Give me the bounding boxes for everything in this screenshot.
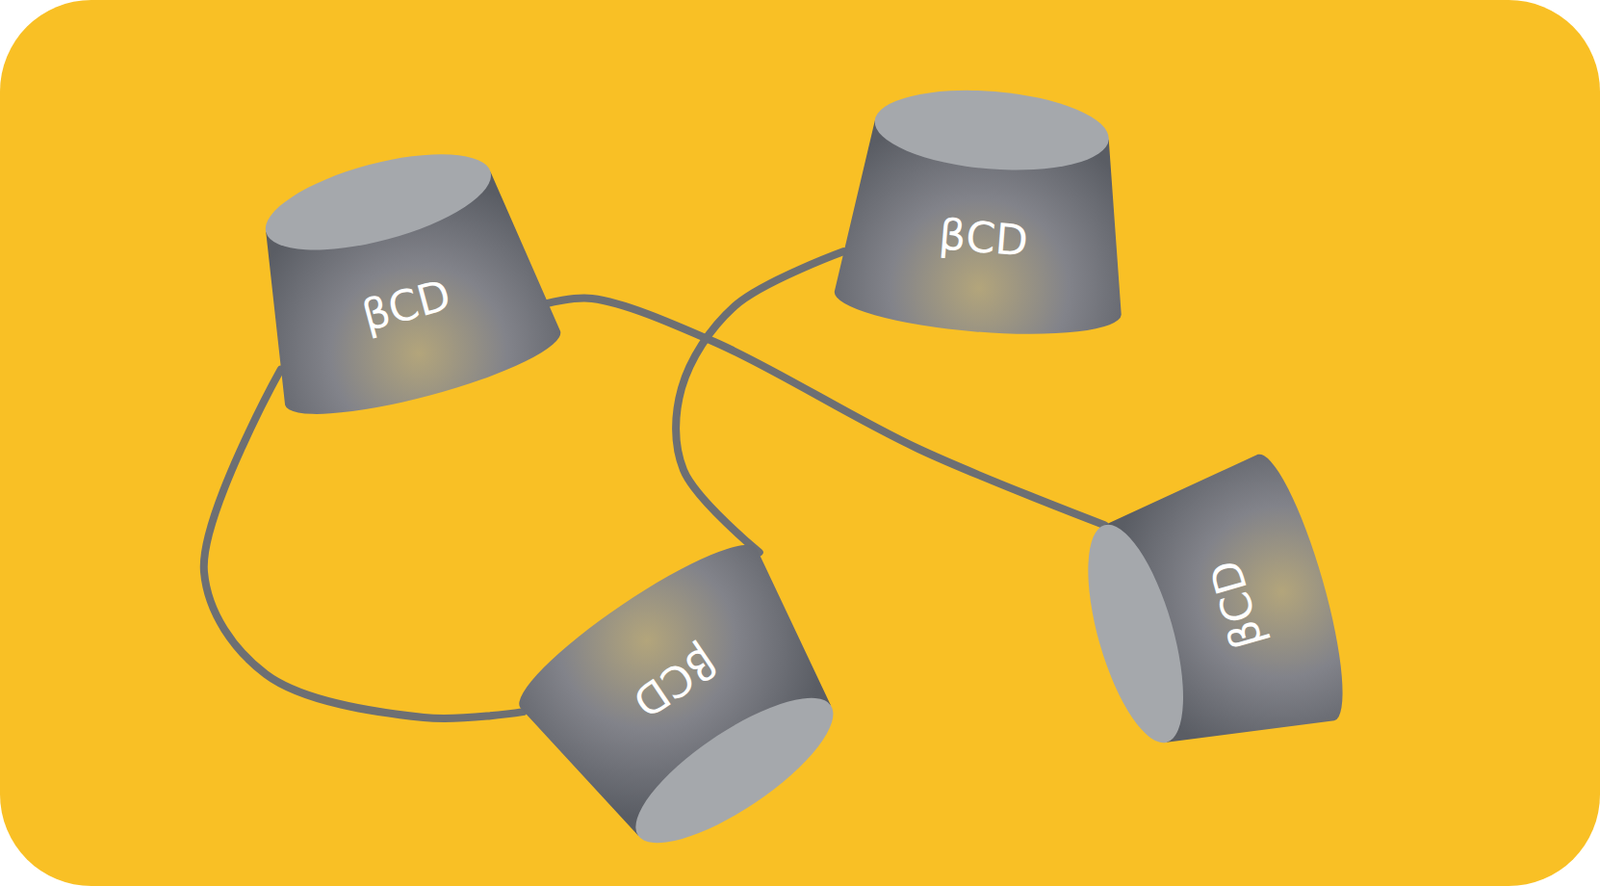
cone-label: βCD <box>936 212 1030 262</box>
cone-body-group <box>504 524 875 882</box>
cone-rim <box>1068 514 1203 752</box>
cyclodextrin-cone: βCD <box>1042 437 1390 784</box>
cyclodextrin-cone: βCD <box>227 111 574 459</box>
cone-body-group <box>831 79 1138 343</box>
cone-body-group <box>231 128 568 433</box>
cone-rim <box>256 134 501 270</box>
cyclodextrin-cone: βCD <box>811 43 1159 390</box>
tether-line <box>204 369 524 719</box>
cyclodextrin-cone: βCD <box>513 525 860 873</box>
cone-rim <box>871 81 1111 179</box>
cone-body-group <box>1061 446 1362 777</box>
tether-line <box>675 251 844 553</box>
